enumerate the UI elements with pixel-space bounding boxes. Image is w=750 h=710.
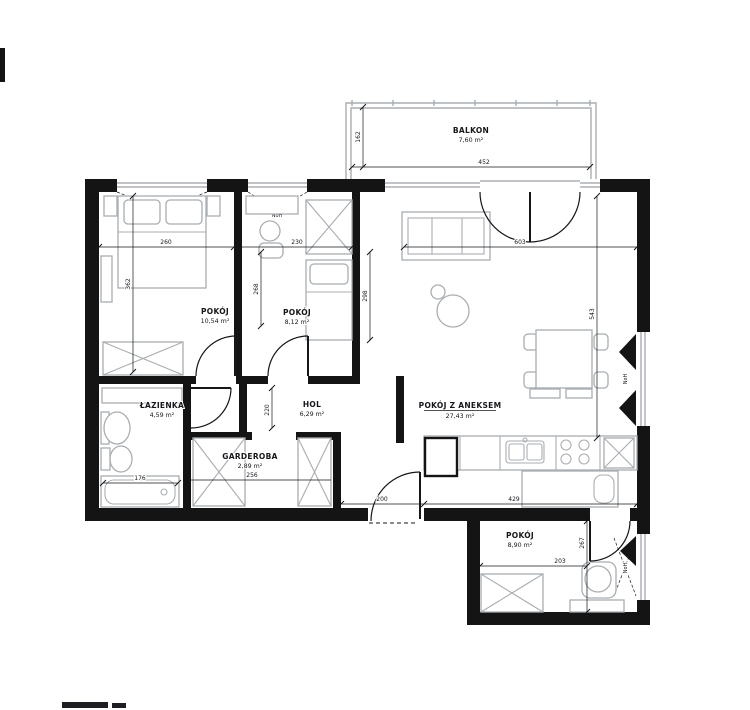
window-label: NoH — [623, 373, 629, 384]
furniture-garderoba — [192, 437, 332, 507]
door-arc-bedroom2 — [267, 335, 309, 377]
stove-burner — [578, 453, 590, 465]
area-pokoj2: 8,12 m² — [285, 319, 310, 326]
dim-room2-width: 230 — [291, 239, 303, 246]
furniture-bathroom — [100, 387, 183, 508]
nightstand — [206, 195, 221, 217]
dim-living-width: 603 — [514, 239, 526, 246]
door-arc-balcony-right — [529, 191, 581, 243]
edge-artifacts — [0, 48, 126, 708]
area-hol: 6,29 m² — [300, 411, 325, 418]
chair — [584, 565, 612, 593]
dim-balcony-width: 452 — [478, 159, 490, 166]
dim-living-depth: 543 — [589, 308, 596, 320]
dim-room2-depth: 268 — [253, 283, 260, 295]
furniture-living — [401, 211, 638, 508]
area-pokoj3: 8,90 m² — [508, 542, 533, 549]
vanity-desk — [245, 195, 299, 215]
area-salon: 27,43 m² — [446, 413, 475, 420]
furniture-bedroom1 — [100, 195, 221, 376]
stove-burner — [560, 453, 572, 465]
drain — [160, 488, 168, 496]
dining-table — [535, 329, 593, 389]
area-garderoba: 2,89 m² — [238, 463, 263, 470]
label-pokoj2: POKÓJ — [283, 308, 311, 317]
furniture-bedroom3 — [480, 561, 625, 613]
sink — [505, 440, 545, 464]
cropped-mark-top-left — [0, 48, 5, 82]
area-lazienka: 4,59 m² — [150, 412, 175, 419]
dim-room1-depth: 362 — [125, 278, 132, 290]
dim-balcony-depth: 162 — [355, 131, 362, 143]
area-pokoj1: 10,54 m² — [201, 318, 230, 325]
dim-hall-door: 220 — [264, 404, 271, 416]
area-balkon: 7,60 m² — [459, 137, 484, 144]
mirror — [259, 220, 281, 242]
dim-hall-depth: 298 — [362, 290, 369, 302]
label-garderoba: GARDEROBA — [222, 452, 277, 461]
window-swing-icon — [613, 537, 637, 597]
label-hol: HOL — [303, 400, 321, 409]
label-salon: POKÓJ Z ANEKSEM — [419, 401, 502, 410]
chair — [593, 333, 609, 351]
dim-wardrobe-width: 256 — [246, 472, 258, 479]
cropped-watermark-bottom — [62, 702, 108, 708]
dim-kitchen-run: 429 — [508, 496, 520, 503]
pillow — [309, 263, 349, 285]
door-arc-entrance — [370, 471, 421, 522]
label-balkon: BALKON — [453, 126, 489, 135]
toilet — [109, 445, 133, 473]
door-arc-balcony-left — [479, 191, 531, 243]
nightstand — [103, 195, 118, 217]
label-lazienka: ŁAZIENKA — [139, 401, 184, 410]
pillow — [165, 199, 203, 225]
kitchen-island — [521, 470, 619, 508]
cropped-watermark-bottom-2 — [112, 703, 126, 708]
stove-burner — [560, 439, 572, 451]
cabinet — [565, 388, 593, 399]
desk — [569, 599, 625, 613]
pillow — [123, 199, 161, 225]
dimension-lines: 452 162 260 230 603 362 268 298 543 220 … — [95, 103, 641, 616]
dim-entry-width: 200 — [376, 496, 388, 503]
shaft — [423, 436, 459, 478]
dim-room1-width: 260 — [160, 239, 172, 246]
stove-burner — [578, 439, 590, 451]
windows-right-wall: NoH NoH — [613, 332, 650, 600]
window-wedge-icon — [620, 536, 636, 566]
room-labels: BALKON 7,60 m² POKÓJ 10,54 m² POKÓJ 8,12… — [138, 125, 535, 550]
window-wedge-icon — [619, 334, 636, 370]
window-wedge-icon — [619, 390, 636, 426]
bathroom-counter — [101, 387, 183, 404]
sofa — [401, 211, 491, 261]
cabinet — [529, 388, 561, 399]
dim-room3-width: 203 — [554, 558, 566, 565]
label-pokoj1: POKÓJ — [201, 307, 229, 316]
bathtub — [100, 475, 180, 508]
door-arc-bathroom — [190, 387, 232, 429]
toilet-tank — [100, 447, 111, 471]
windows-top-wall: NoH NoH — [116, 179, 600, 220]
label-pokoj3: POKÓJ — [506, 531, 534, 540]
side-table — [430, 284, 446, 300]
interior-walls — [99, 192, 404, 508]
dim-bath-width: 176 — [134, 475, 146, 482]
doors — [190, 191, 631, 562]
chair — [593, 371, 609, 389]
door-arc-bedroom1 — [195, 335, 237, 377]
window-label: NoH — [623, 562, 629, 573]
dresser — [100, 255, 113, 303]
window-label: NoH — [272, 213, 283, 219]
dim-room3-depth: 267 — [579, 537, 586, 549]
balcony-railing — [345, 100, 597, 179]
washbasin — [103, 411, 131, 445]
door-arc-bedroom3 — [589, 520, 631, 562]
coffee-table — [436, 294, 470, 328]
